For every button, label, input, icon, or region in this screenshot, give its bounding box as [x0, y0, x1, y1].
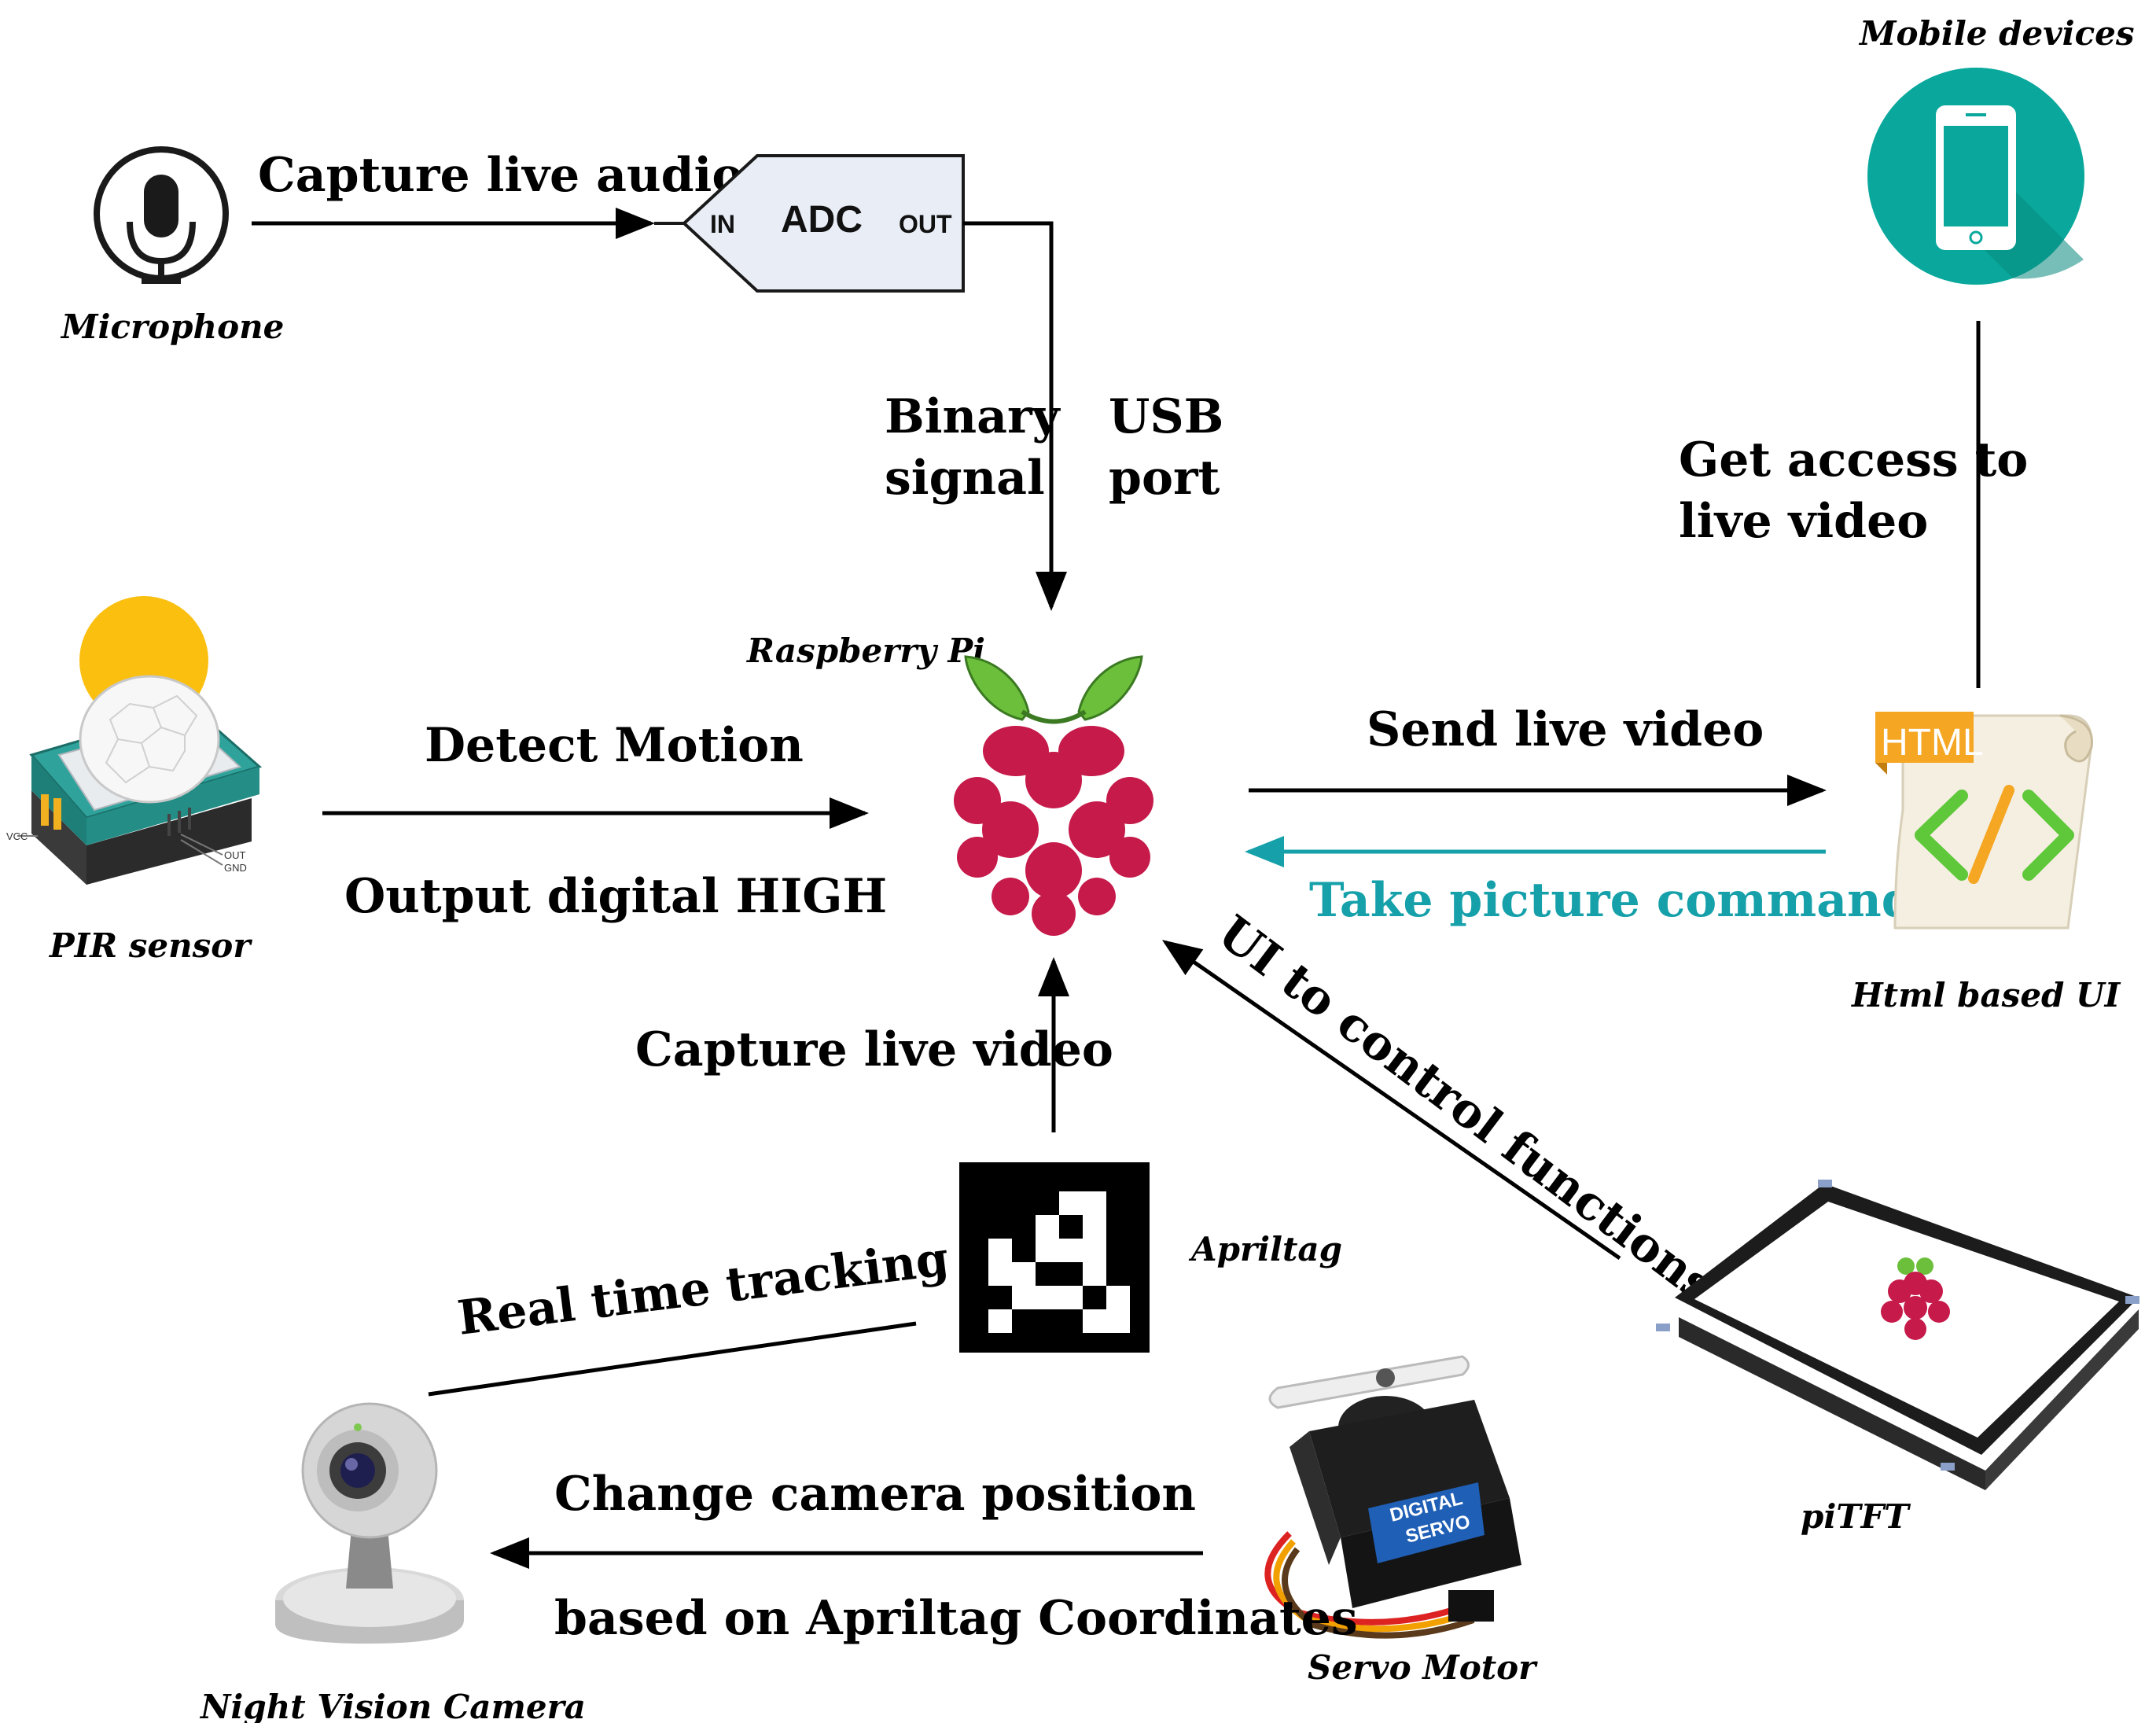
- adc-node: ADC IN OUT: [654, 154, 965, 293]
- capture-video-label: Capture live video: [635, 1022, 1113, 1077]
- output-high-label: Output digital HIGH: [344, 869, 887, 924]
- html-document-icon: HTML: [1875, 712, 2093, 930]
- detect-motion-label: Detect Motion: [425, 718, 804, 773]
- microphone-icon: [94, 146, 229, 284]
- raspberry-pi-logo-icon: [954, 655, 1153, 936]
- get-access-label-1: Get access to: [1679, 433, 2028, 488]
- pir-pin-vcc: VCC: [6, 830, 28, 842]
- send-video-label: Send live video: [1367, 702, 1764, 757]
- mobile-devices-node: Mobile devices: [1858, 14, 2135, 285]
- binary-label-1: Binary: [885, 389, 1061, 444]
- pitft-label: piTFT: [1801, 1497, 1911, 1536]
- apriltag-label: Apriltag: [1188, 1230, 1342, 1268]
- servo-motor-node: DIGITAL SERVO Servo Motor: [1264, 1355, 1538, 1687]
- pitft-node: piTFT: [1656, 1180, 2139, 1536]
- mobile-devices-label: Mobile devices: [1858, 14, 2135, 53]
- adc-to-pi-arrow: [963, 221, 1067, 611]
- microphone-label: Microphone: [60, 307, 284, 346]
- take-picture-label: Take picture command: [1309, 873, 1915, 928]
- binary-label-2: signal: [885, 451, 1045, 506]
- smartphone-icon: [1867, 68, 2084, 285]
- html-badge-text: HTML: [1881, 722, 1984, 764]
- based-on-coords-label: based on Apriltag Coordinates: [554, 1591, 1358, 1646]
- touchscreen-display-icon: [1656, 1180, 2139, 1490]
- capture-audio-label: Capture live audio: [258, 148, 743, 203]
- apriltag-marker-icon: [959, 1162, 1150, 1353]
- night-vision-camera-label: Night Vision Camera: [199, 1688, 586, 1723]
- change-position-label: Change camera position: [554, 1467, 1196, 1522]
- night-vision-camera-node: Night Vision Camera: [199, 1402, 586, 1723]
- pir-pin-out: OUT: [224, 849, 246, 861]
- pir-sensor-label: PIR sensor: [49, 926, 252, 965]
- raspberry-pi-node: Raspberry Pi: [746, 631, 1153, 936]
- microphone-node: Microphone: [60, 146, 284, 346]
- webcam-icon: [275, 1402, 464, 1644]
- apriltag-node: Apriltag: [959, 1162, 1342, 1353]
- tracking-line: [428, 1321, 917, 1397]
- raspberry-pi-label: Raspberry Pi: [746, 631, 985, 670]
- pir-pin-gnd: GND: [224, 862, 247, 874]
- usb-label-2: port: [1109, 451, 1220, 506]
- html-ui-label: Html based UI: [1851, 976, 2121, 1014]
- usb-label-1: USB: [1109, 389, 1223, 444]
- pir-sensor-node: VCC OUT GND PIR sensor: [6, 596, 263, 965]
- adc-out-label: OUT: [899, 210, 952, 238]
- adc-in-label: IN: [710, 210, 735, 238]
- adc-title: ADC: [781, 199, 863, 241]
- servo-motor-icon: DIGITAL SERVO: [1264, 1355, 1521, 1639]
- get-access-label-2: live video: [1679, 494, 1928, 549]
- pitft-to-pi-arrow: [1161, 940, 1621, 1261]
- html-ui-node: HTML Html based UI: [1851, 712, 2121, 1014]
- servo-motor-label: Servo Motor: [1308, 1648, 1538, 1687]
- pir-sensor-icon: VCC OUT GND: [6, 596, 263, 885]
